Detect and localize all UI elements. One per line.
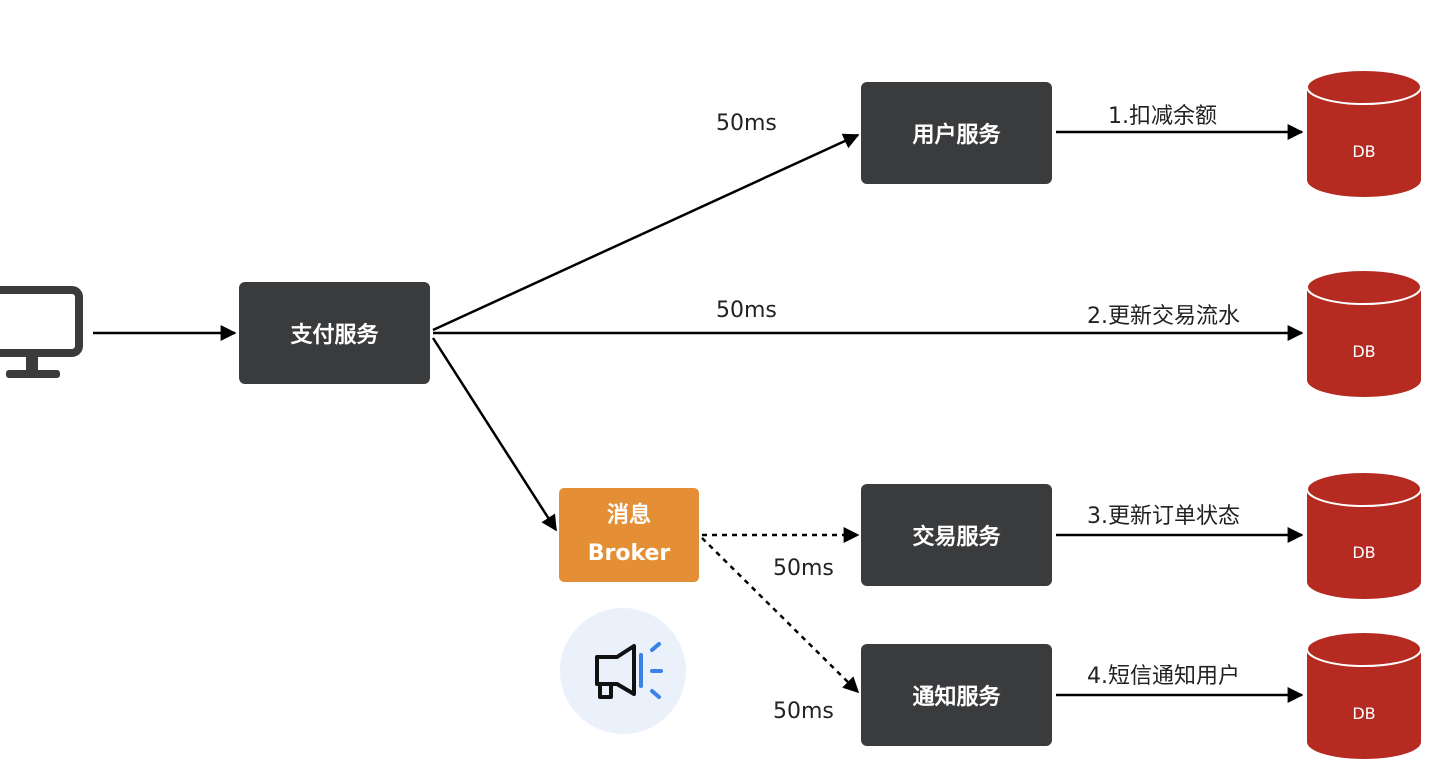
- database-cylinder-3: [1306, 471, 1422, 599]
- step4-label: 4.短信通知用户: [1087, 664, 1240, 689]
- latency-label-user: 50ms: [716, 111, 777, 136]
- step3-label: 3.更新订单状态: [1087, 504, 1240, 529]
- broker-label-line1: 消息: [606, 503, 651, 528]
- latency-label-trade: 50ms: [773, 556, 834, 581]
- db2-label: DB: [1352, 342, 1376, 361]
- step2-label: 2.更新交易流水: [1087, 304, 1240, 329]
- latency-label-db2: 50ms: [716, 298, 777, 323]
- megaphone-icon: [560, 608, 686, 734]
- db3-label: DB: [1352, 543, 1376, 562]
- step1-label: 1.扣减余额: [1108, 104, 1217, 129]
- payment-service-label: 支付服务: [290, 323, 379, 348]
- database-cylinder-1: [1306, 69, 1422, 197]
- latency-label-notify: 50ms: [773, 699, 834, 724]
- notify-service-box: 通知服务: [861, 644, 1052, 746]
- trade-service-box: 交易服务: [861, 484, 1052, 586]
- notify-service-label: 通知服务: [912, 685, 1001, 710]
- monitor-icon: [0, 286, 83, 378]
- broker-label-line2: Broker: [587, 541, 671, 566]
- broker-to-notify-arrow: [701, 537, 860, 694]
- user-service-label: 用户服务: [912, 123, 1001, 148]
- database-cylinder-2: [1306, 269, 1422, 397]
- db1-label: DB: [1352, 142, 1376, 161]
- trade-service-label: 交易服务: [912, 525, 1001, 550]
- user-service-box: 用户服务: [861, 82, 1052, 184]
- payment-to-broker-arrow: [431, 337, 558, 532]
- payment-to-user-arrow: [432, 133, 860, 332]
- payment-service-box: 支付服务: [239, 282, 430, 384]
- database-cylinder-4: [1306, 631, 1422, 759]
- db4-label: DB: [1352, 704, 1376, 723]
- message-broker-box: 消息 Broker: [559, 488, 699, 582]
